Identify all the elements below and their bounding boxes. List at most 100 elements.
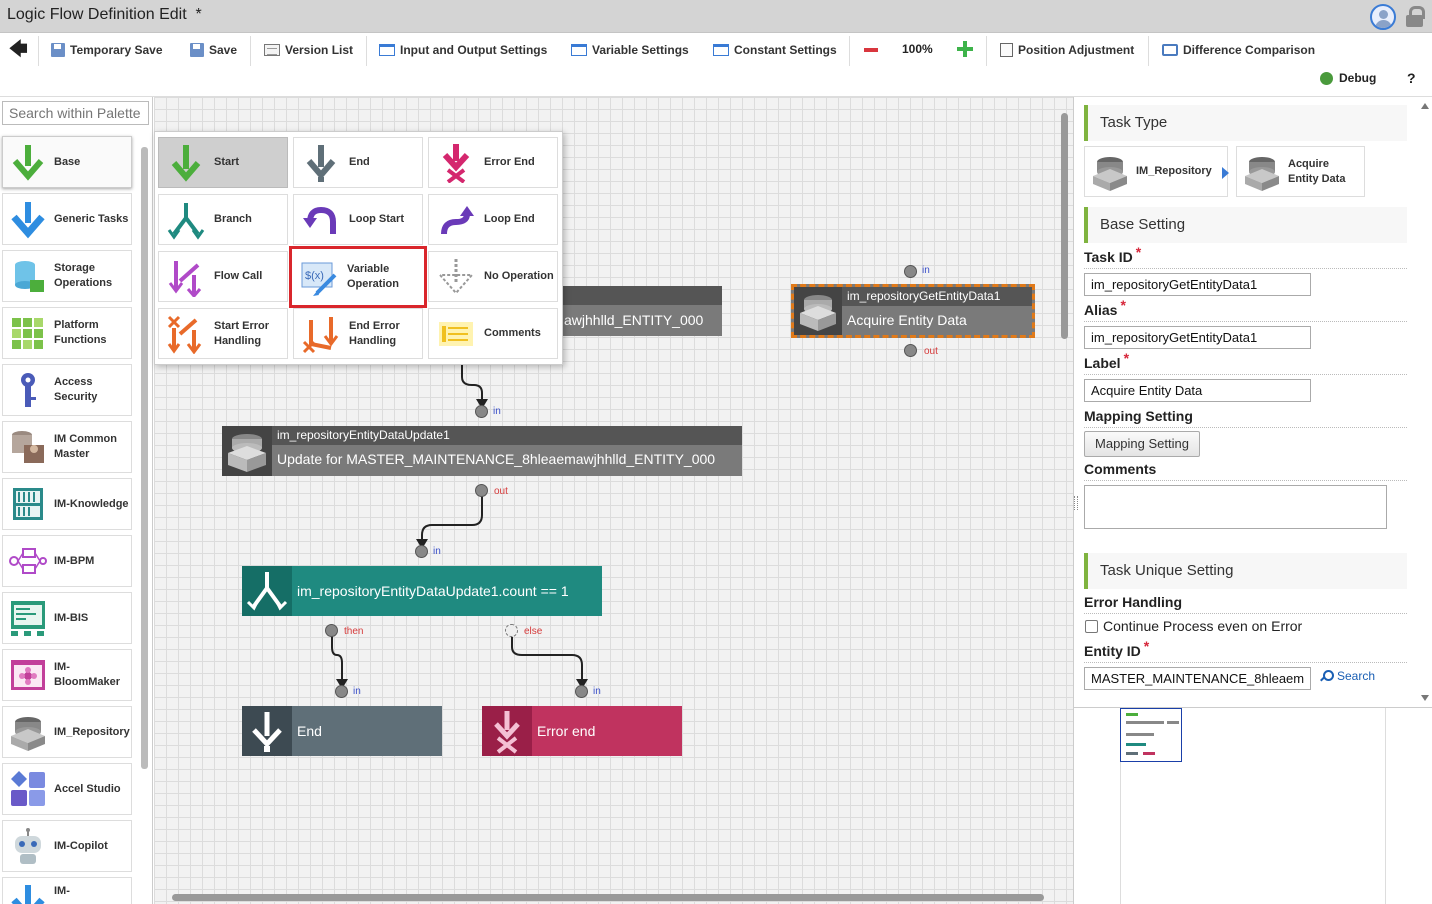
task-unique-section-header: Task Unique Setting bbox=[1084, 553, 1407, 589]
chevron-right-icon bbox=[1222, 167, 1229, 179]
constant-settings-button[interactable]: Constant Settings bbox=[713, 41, 837, 59]
continue-on-error-checkbox[interactable] bbox=[1085, 620, 1098, 633]
palette-category-accel-studio[interactable]: Accel Studio bbox=[2, 763, 132, 815]
zoom-in-icon[interactable] bbox=[957, 41, 973, 57]
canvas-horizontal-scrollbar[interactable] bbox=[154, 890, 1058, 904]
save-button[interactable]: Save bbox=[190, 41, 237, 59]
port-in[interactable] bbox=[415, 545, 428, 558]
difference-comparison-button[interactable]: Difference Comparison bbox=[1162, 41, 1315, 59]
minimap-viewport[interactable] bbox=[1120, 708, 1182, 762]
palette-item-error-end[interactable]: Error End bbox=[428, 137, 558, 188]
canvas-vertical-scrollbar[interactable] bbox=[1058, 97, 1072, 890]
palette-category-im-knowledge[interactable]: IM-Knowledge bbox=[2, 478, 132, 530]
entity-id-input[interactable]: MASTER_MAINTENANCE_8hleaem bbox=[1084, 667, 1311, 690]
category-label: IM-BIS bbox=[54, 611, 89, 624]
port-in-label: in bbox=[922, 265, 930, 276]
required-mark: * bbox=[1120, 297, 1126, 313]
palette-item-loop-end[interactable]: Loop End bbox=[428, 194, 558, 245]
io-settings-button[interactable]: Input and Output Settings bbox=[379, 41, 547, 59]
comments-textarea[interactable] bbox=[1084, 485, 1387, 529]
alias-input[interactable]: im_repositoryGetEntityData1 bbox=[1084, 326, 1311, 349]
minimap[interactable] bbox=[1074, 707, 1432, 904]
palette-item-end[interactable]: End bbox=[293, 137, 423, 188]
end-node[interactable]: End bbox=[242, 706, 442, 756]
palette-category-im-common-master[interactable]: IM Common Master bbox=[2, 421, 132, 473]
port-then[interactable] bbox=[325, 624, 338, 637]
palette-item-comments[interactable]: Comments bbox=[428, 308, 558, 359]
port-in[interactable] bbox=[575, 685, 588, 698]
palette-item-start[interactable]: Start bbox=[158, 137, 288, 188]
task-node-entity-data-update[interactable]: im_repositoryEntityDataUpdate1 Update fo… bbox=[222, 426, 742, 476]
palette-category-im-bis[interactable]: IM-BIS bbox=[2, 592, 132, 644]
repository-icon bbox=[222, 426, 272, 476]
bloom-icon bbox=[8, 655, 48, 695]
palette-category-storage-operations[interactable]: Storage Operations bbox=[2, 250, 132, 302]
variable-settings-button[interactable]: Variable Settings bbox=[571, 41, 689, 59]
port-else[interactable] bbox=[505, 624, 518, 637]
zoom-out-icon[interactable] bbox=[864, 48, 878, 52]
database-icon bbox=[8, 256, 48, 296]
palette-search-input[interactable] bbox=[2, 101, 149, 125]
position-adjustment-button[interactable]: Position Adjustment bbox=[1000, 41, 1134, 59]
window-icon bbox=[379, 44, 395, 56]
category-label: IM-Copilot bbox=[54, 839, 108, 852]
palette-item-end-error-handling[interactable]: End Error Handling bbox=[293, 308, 423, 359]
bookshelf-icon bbox=[8, 484, 48, 524]
user-avatar-icon[interactable] bbox=[1370, 4, 1396, 30]
document-icon bbox=[264, 44, 280, 56]
repository-icon bbox=[1242, 152, 1282, 192]
tile-label: End bbox=[349, 156, 370, 168]
repository-icon bbox=[794, 287, 842, 335]
task-id-input[interactable]: im_repositoryGetEntityData1 bbox=[1084, 273, 1311, 296]
palette-category-platform-functions[interactable]: Platform Functions bbox=[2, 307, 132, 359]
palette-item-no-operation[interactable]: No Operation bbox=[428, 251, 558, 302]
palette-category-access-security[interactable]: Access Security bbox=[2, 364, 132, 416]
category-label: Generic Tasks bbox=[54, 212, 129, 225]
palette-scrollbar[interactable] bbox=[140, 135, 150, 904]
palette-item-loop-start[interactable]: Loop Start bbox=[293, 194, 423, 245]
palette-category-im-bloommaker[interactable]: IM-BloomMaker bbox=[2, 649, 132, 701]
down-arrow-icon bbox=[8, 142, 48, 182]
difference-comparison-label: Difference Comparison bbox=[1183, 43, 1316, 57]
palette-category-generic-tasks[interactable]: Generic Tasks bbox=[2, 193, 132, 245]
version-list-button[interactable]: Version List bbox=[264, 41, 353, 59]
mapping-setting-button[interactable]: Mapping Setting bbox=[1084, 431, 1200, 457]
properties-scrollbar[interactable] bbox=[1419, 97, 1431, 707]
tile-label: No Operation bbox=[484, 270, 554, 282]
palette-item-flow-call[interactable]: Flow Call bbox=[158, 251, 288, 302]
port-out[interactable] bbox=[904, 344, 917, 357]
port-in[interactable] bbox=[904, 265, 917, 278]
label-input[interactable]: Acquire Entity Data bbox=[1084, 379, 1311, 402]
palette-category-base[interactable]: Base bbox=[2, 136, 132, 188]
task-node-acquire-entity-data[interactable]: im_repositoryGetEntityData1 Acquire Enti… bbox=[791, 284, 1035, 338]
required-mark: * bbox=[1123, 350, 1130, 366]
port-in[interactable] bbox=[475, 405, 488, 418]
port-out[interactable] bbox=[475, 484, 488, 497]
continue-on-error-label: Continue Process even on Error bbox=[1103, 618, 1303, 634]
palette-category-partial[interactable]: IM- bbox=[2, 877, 132, 904]
tile-label: Variable Operation bbox=[347, 263, 399, 290]
debug-button[interactable]: Debug bbox=[1320, 71, 1376, 85]
category-label: Platform Functions bbox=[54, 319, 107, 346]
temporary-save-button[interactable]: Temporary Save bbox=[51, 41, 163, 59]
error-end-node[interactable]: Error end bbox=[482, 706, 682, 756]
palette-item-start-error-handling[interactable]: Start Error Handling bbox=[158, 308, 288, 359]
flow-canvas[interactable]: awjhhlld_ENTITY_000 in im_repositoryGetE… bbox=[154, 97, 1073, 904]
entity-search-link[interactable]: Search bbox=[1320, 669, 1375, 683]
palette-category-im-copilot[interactable]: IM-Copilot bbox=[2, 820, 132, 872]
key-icon bbox=[8, 370, 48, 410]
debug-label: Debug bbox=[1339, 71, 1377, 85]
palette-item-variable-operation[interactable]: $(x) Variable Operation bbox=[289, 246, 427, 308]
category-label: IM- bbox=[54, 885, 70, 897]
port-in[interactable] bbox=[335, 685, 348, 698]
tile-label: Flow Call bbox=[214, 270, 263, 282]
palette-item-branch[interactable]: Branch bbox=[158, 194, 288, 245]
back-arrow-icon[interactable]: 🡄 bbox=[9, 39, 28, 59]
panel-resize-handle[interactable] bbox=[1074, 496, 1078, 510]
branch-node[interactable]: im_repositoryEntityDataUpdate1.count == … bbox=[242, 566, 602, 616]
lock-icon[interactable] bbox=[1405, 6, 1425, 28]
help-button[interactable]: ? bbox=[1407, 70, 1416, 86]
palette-category-im-bpm[interactable]: IM-BPM bbox=[2, 535, 132, 587]
port-in-label: in bbox=[493, 406, 501, 417]
palette-category-im-repository[interactable]: IM_Repository bbox=[2, 706, 132, 758]
